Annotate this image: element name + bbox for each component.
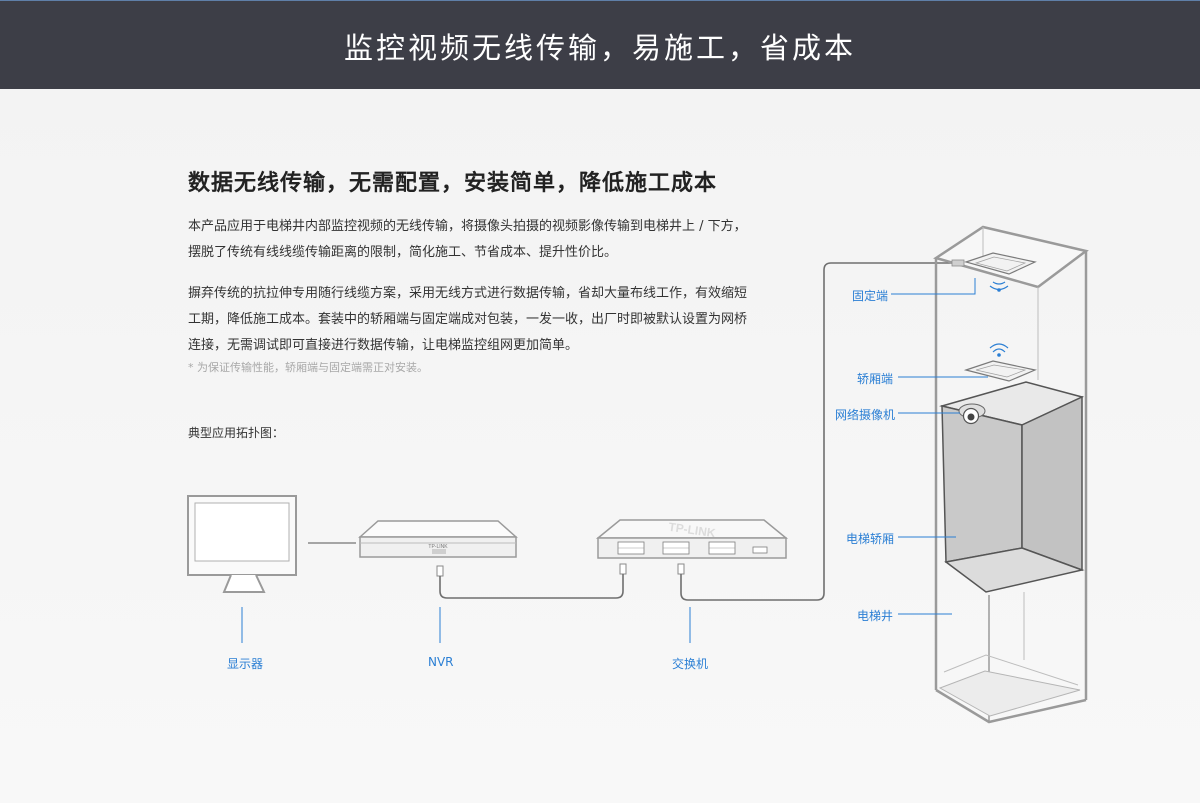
topology-title: 典型应用拓扑图：: [188, 426, 285, 440]
label-car-end: 轿厢端: [857, 372, 894, 386]
nvr-switch-cable: [439, 574, 624, 599]
paragraph-details: 摒弃传统的抗拉伸专用随行线缆方案，采用无线方式进行数据传输，省却大量布线工作，有…: [188, 286, 748, 353]
label-switch: 交换机: [672, 657, 709, 671]
switch-brand: TP-LINK: [668, 520, 717, 540]
label-nvr: NVR: [428, 655, 454, 669]
shaft-floor: [938, 670, 1081, 717]
elevator-car: [939, 381, 1085, 593]
installation-note: * 为保证传输性能，轿厢端与固定端需正对安装。: [188, 361, 428, 374]
car-end-wifi-icon: [989, 343, 1009, 357]
switch-device: TP-LINK: [595, 519, 789, 575]
fixed-end-wifi-icon: [989, 281, 1009, 292]
switch-fixed-end-cable: [680, 262, 952, 601]
camera-icon: [958, 403, 986, 425]
fixed-end-device: [951, 252, 1037, 275]
section-heading: 数据无线传输，无需配置，安装简单，降低施工成本: [188, 171, 718, 196]
nvr-device: TP-LINK: [358, 520, 518, 577]
label-fixed-end: 固定端: [852, 289, 889, 303]
banner-title: 监控视频无线传输，易施工，省成本: [343, 30, 856, 65]
car-end-device: [963, 360, 1037, 382]
label-camera: 网络摄像机: [835, 408, 896, 422]
label-monitor: 显示器: [227, 657, 264, 671]
nvr-brand: TP-LINK: [428, 544, 448, 550]
shaft-inner-lines: [943, 227, 1079, 686]
paragraph-intro: 本产品应用于电梯井内部监控视频的无线传输，将摄像头拍摄的视频影像传输到电梯井上 …: [188, 219, 747, 260]
label-elevator-car: 电梯轿厢: [846, 532, 895, 546]
label-elevator-shaft: 电梯井: [857, 609, 894, 623]
fixed-end-callout: [891, 278, 976, 295]
monitor-icon: [187, 495, 297, 593]
top-banner: 监控视频无线传输，易施工，省成本: [0, 0, 1200, 90]
